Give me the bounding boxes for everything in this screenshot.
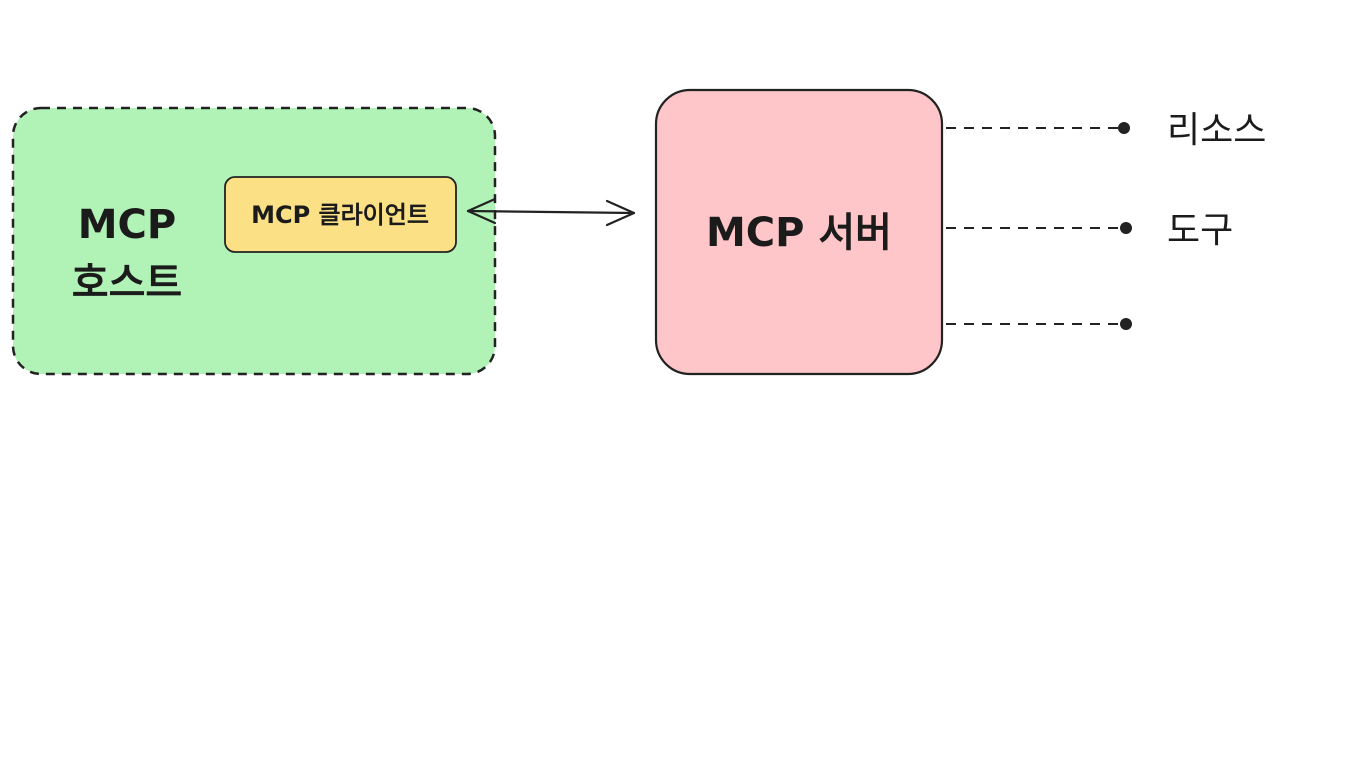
server-label: MCP 서버 — [706, 210, 892, 256]
connector-endpoints — [1118, 122, 1132, 330]
endpoint-resources — [1118, 122, 1130, 134]
arrow-head-right — [605, 199, 636, 227]
host-title-line1: MCP — [78, 202, 176, 248]
host-title-line2: 호스트 — [72, 260, 182, 306]
output-connectors — [946, 127, 1124, 325]
server-box — [654, 88, 944, 376]
client-box — [224, 176, 457, 253]
output-label-tools: 도구 — [1167, 210, 1233, 251]
output-label-resources: 리소스 — [1167, 110, 1266, 151]
bidirectional-arrow — [466, 197, 636, 227]
endpoint-empty — [1120, 318, 1132, 330]
arrow-shaft — [466, 209, 636, 215]
arrow-head-left — [466, 197, 497, 225]
client-label: MCP 클라이언트 — [251, 201, 429, 229]
endpoint-tools — [1120, 222, 1132, 234]
